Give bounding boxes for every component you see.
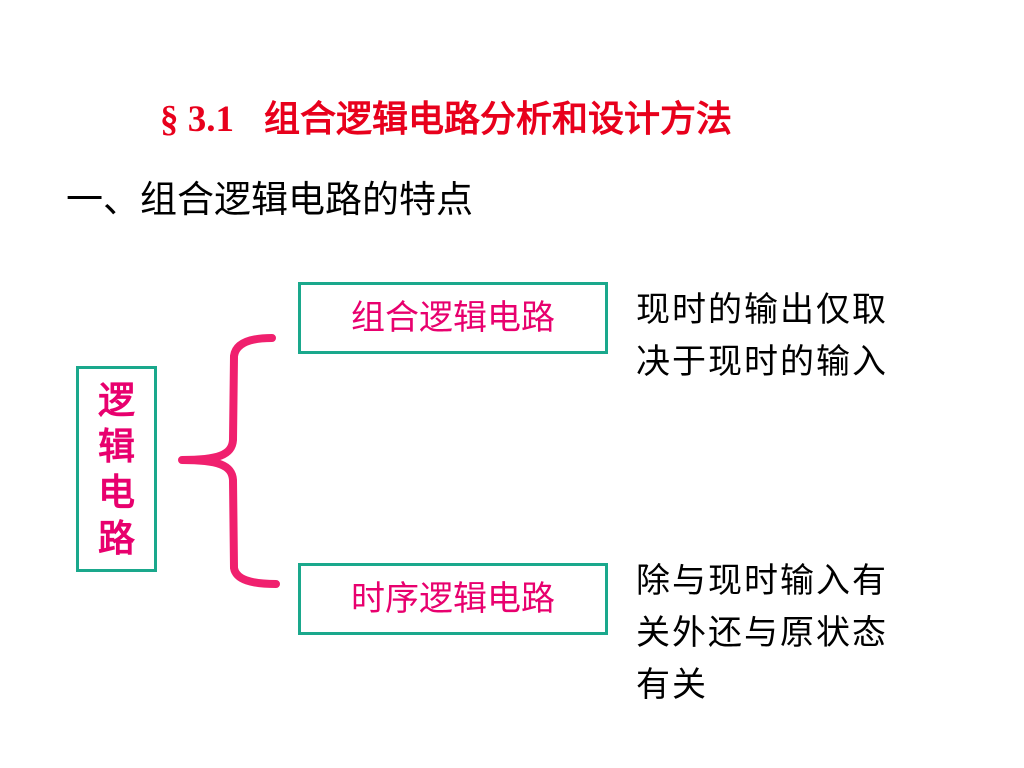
logic-box-char: 电 [98, 470, 135, 514]
description-line: 除与现时输入有 [636, 561, 888, 601]
section-number: § 3.1 [160, 99, 234, 140]
logic-circuit-box: 逻 辑 电 路 [76, 366, 157, 572]
logic-box-char: 路 [98, 516, 135, 560]
description-line: 关外还与原状态 [636, 613, 888, 653]
description-line: 现时的输出仅取 [636, 290, 888, 330]
sequential-logic-box: 时序逻辑电路 [298, 563, 608, 635]
logic-box-char: 辑 [98, 424, 135, 468]
slide-title: § 3.1 组合逻辑电路分析和设计方法 [160, 92, 920, 146]
combinational-logic-box: 组合逻辑电路 [298, 282, 608, 354]
brace-path [178, 334, 280, 588]
subtitle-heading: 一、组合逻辑电路的特点 [66, 178, 473, 221]
logic-box-char: 逻 [98, 378, 135, 422]
title-text: 组合逻辑电路分析和设计方法 [264, 98, 733, 140]
description-line: 决于现时的输入 [636, 342, 888, 382]
combinational-description: 现时的输出仅取 决于现时的输入 [636, 284, 966, 388]
description-line: 有关 [636, 665, 708, 705]
sequential-description: 除与现时输入有 关外还与原状态 有关 [636, 555, 966, 711]
